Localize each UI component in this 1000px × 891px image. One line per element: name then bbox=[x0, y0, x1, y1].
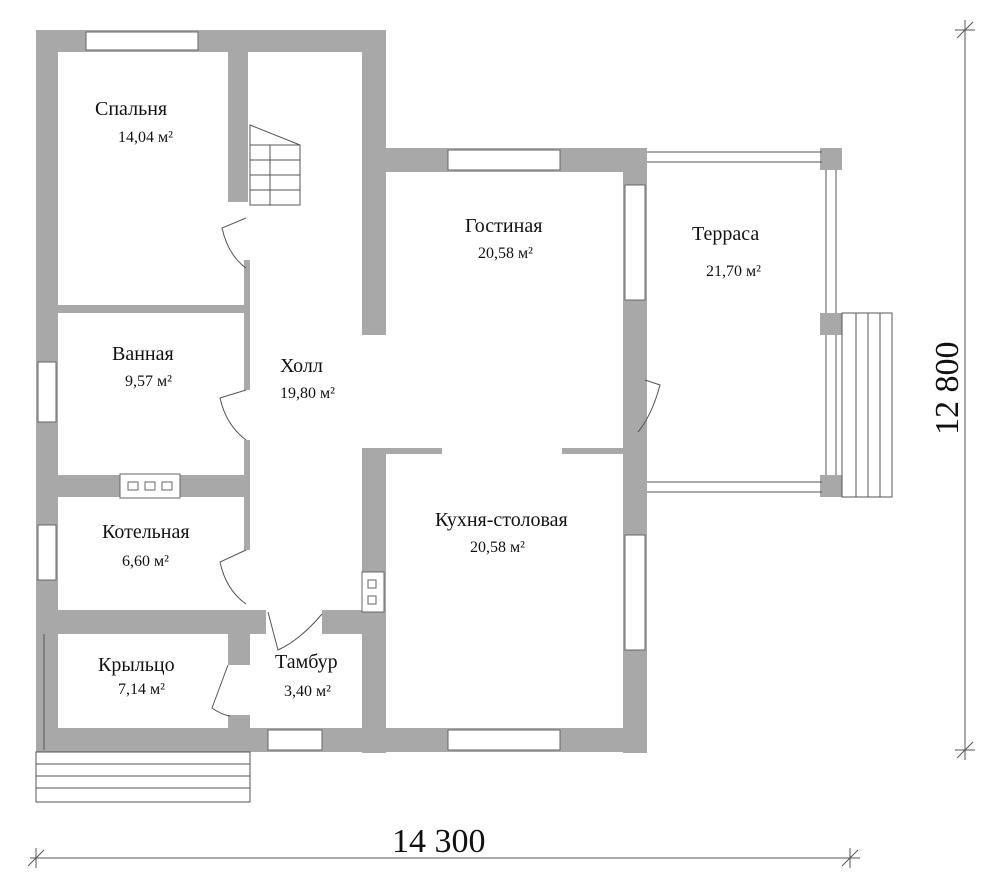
room-name-terrace: Терраса bbox=[692, 223, 759, 245]
walls bbox=[36, 30, 842, 753]
dimension-width-label: 14 300 bbox=[392, 823, 486, 860]
porch-steps bbox=[35, 634, 251, 803]
room-name-living: Гостиная bbox=[465, 215, 542, 237]
room-name-hall: Холл bbox=[280, 355, 323, 377]
room-area-vestibule: 3,40 м² bbox=[284, 683, 331, 700]
room-area-living: 20,58 м² bbox=[478, 245, 533, 262]
room-area-terrace: 21,70 м² bbox=[706, 263, 761, 280]
room-name-bedroom: Спальня bbox=[95, 98, 167, 120]
room-area-bedroom: 14,04 м² bbox=[118, 129, 173, 146]
room-name-porch: Крыльцо bbox=[98, 654, 175, 676]
terrace-outline bbox=[647, 151, 893, 498]
room-name-boiler: Котельная bbox=[102, 521, 190, 543]
dimension-height-label: 12 800 bbox=[929, 342, 966, 436]
room-labels: Спальня 14,04 м² Гостиная 20,58 м² Терра… bbox=[95, 98, 761, 700]
room-name-bathroom: Ванная bbox=[112, 343, 174, 365]
room-area-boiler: 6,60 м² bbox=[122, 553, 169, 570]
room-area-kitchen: 20,58 м² bbox=[470, 539, 525, 556]
room-area-hall: 19,80 м² bbox=[280, 385, 335, 402]
fixtures bbox=[119, 473, 385, 613]
room-area-bathroom: 9,57 м² bbox=[125, 373, 172, 390]
room-area-porch: 7,14 м² bbox=[118, 681, 165, 698]
dimension-lines bbox=[27, 20, 975, 868]
room-name-vestibule: Тамбур bbox=[275, 651, 338, 673]
windows bbox=[37, 31, 646, 751]
staircase bbox=[249, 124, 301, 206]
room-name-kitchen: Кухня-столовая bbox=[435, 509, 568, 531]
door-swings bbox=[211, 217, 661, 717]
